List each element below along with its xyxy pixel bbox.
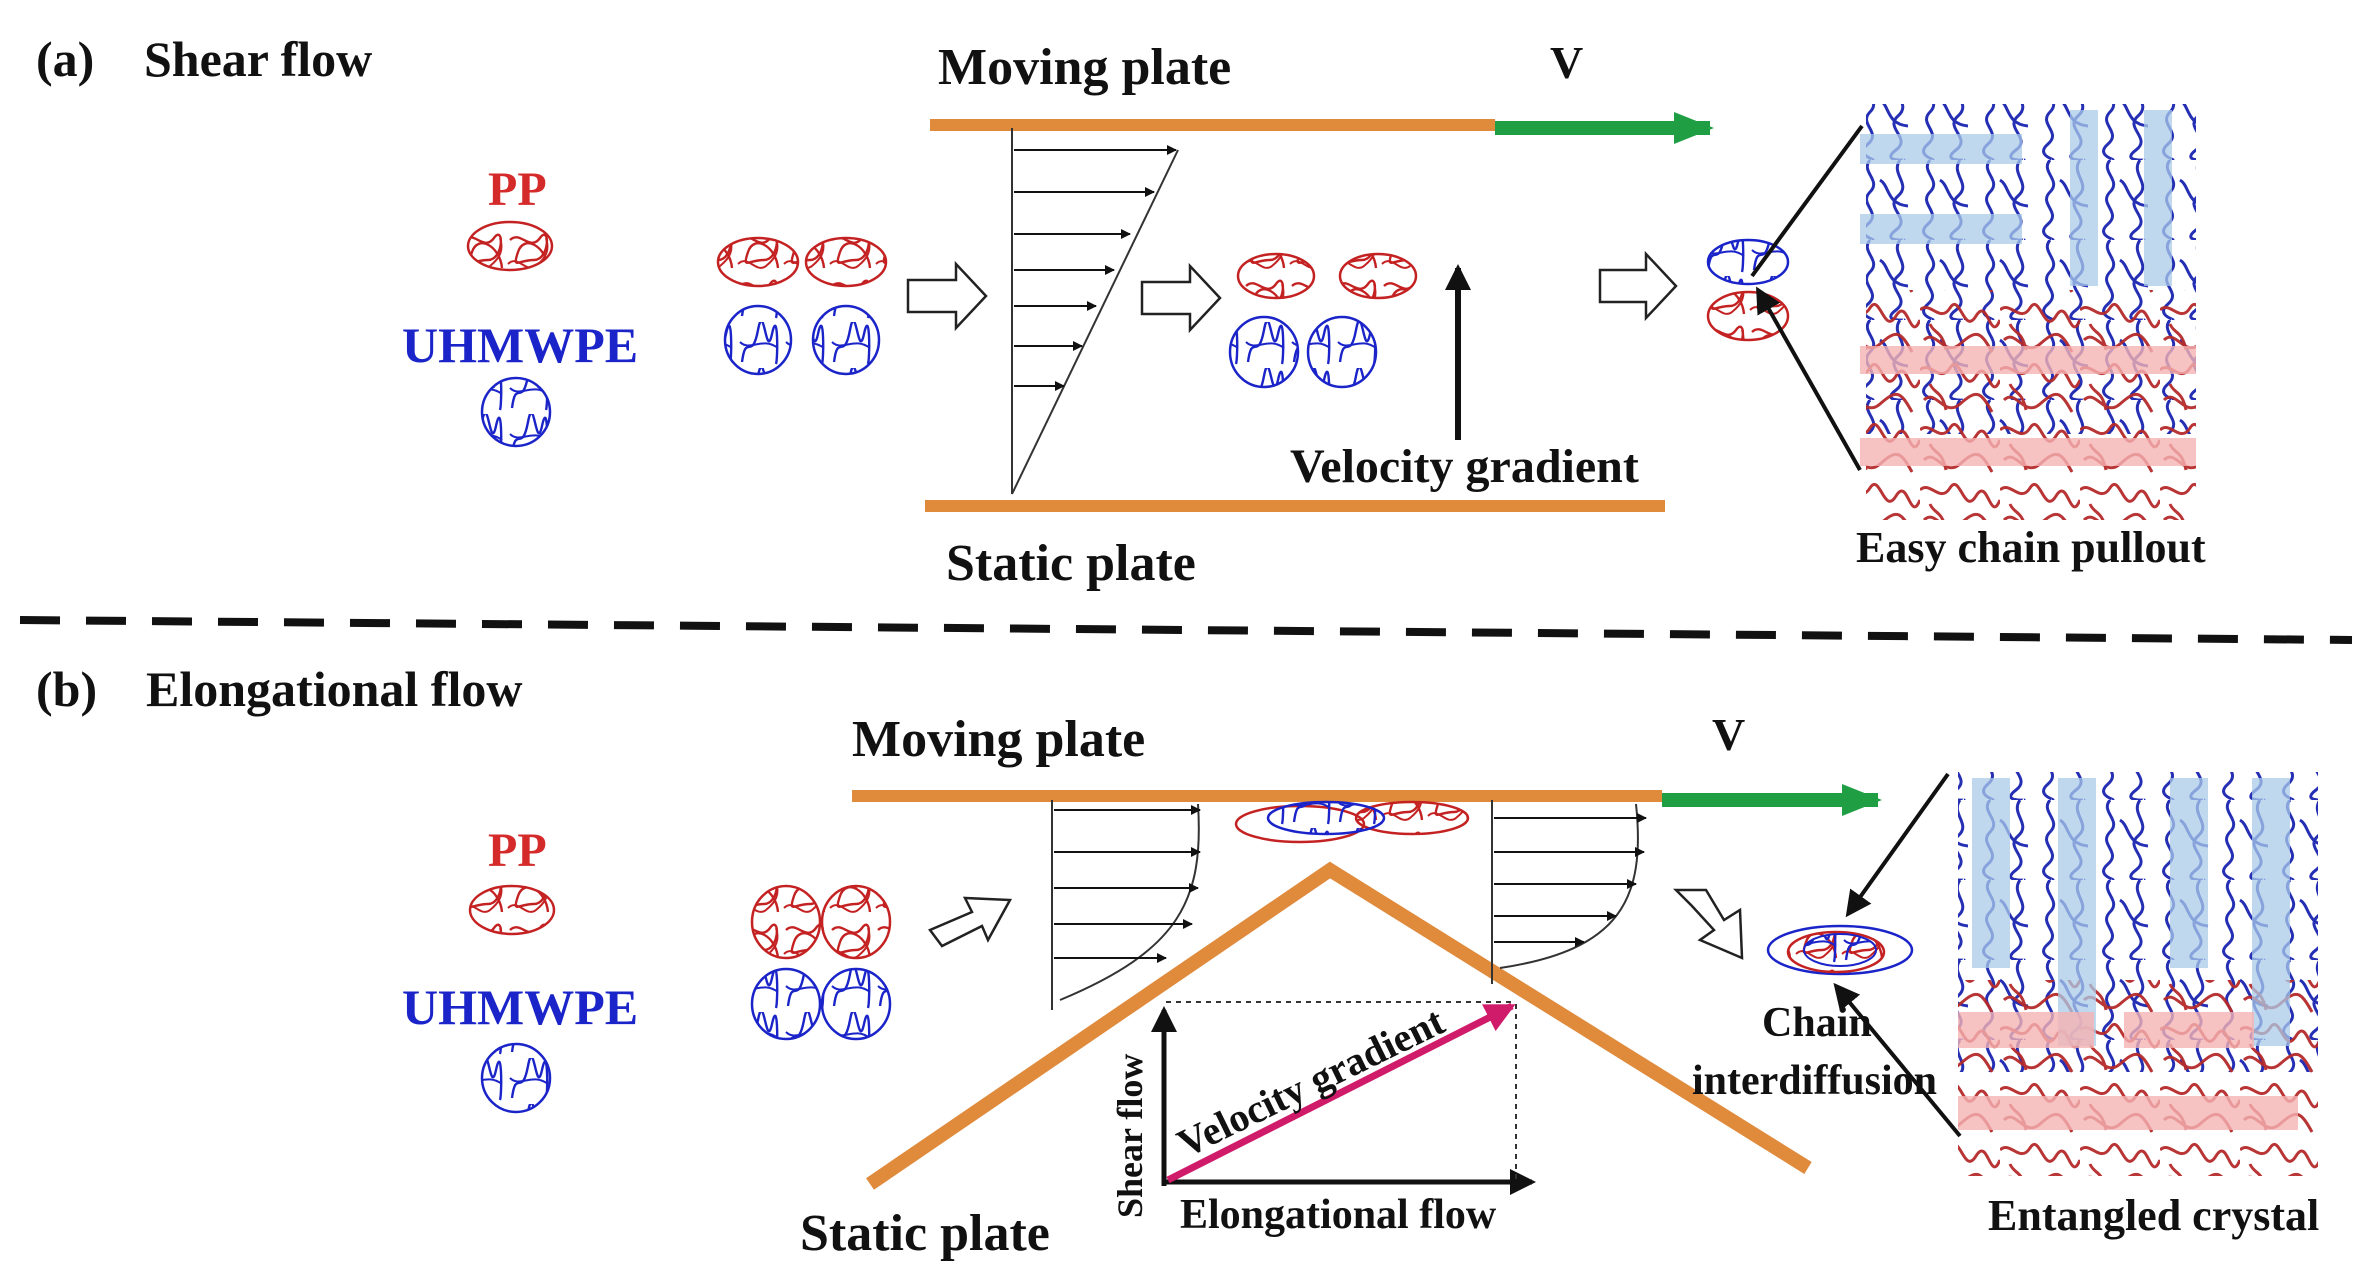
- entangled-crystal-caption: Entangled crystal: [1988, 1191, 2319, 1240]
- velocity-gradient-label: Velocity gradient: [1290, 440, 1639, 493]
- static-plate-label: Static plate: [946, 535, 1196, 592]
- panel-b-tag: (b): [36, 661, 97, 717]
- uhmwpe-particle: [1803, 933, 1877, 967]
- uhmwpe-particle-icon: [480, 376, 552, 448]
- process-arrow: [928, 896, 1013, 948]
- uhmwpe-particle-icon: [480, 1042, 552, 1114]
- uhmwpe-particle: [1266, 800, 1386, 836]
- pe-crystal-band: [1860, 134, 2022, 164]
- uhmwpe-legend-label: UHMWPE: [402, 317, 638, 373]
- initial-blend-particles: [716, 236, 888, 376]
- velocity-decomposition: Velocity gradient Shear flow Elongationa…: [1110, 998, 1536, 1238]
- pe-crystal-band: [1860, 214, 2022, 244]
- process-arrow: [1140, 262, 1222, 334]
- zoom-line: [1845, 772, 1950, 918]
- zoom-line: [1756, 286, 1862, 471]
- pp-crystal-band: [1860, 346, 2196, 374]
- pp-particle-icon: [466, 220, 554, 272]
- uhmwpe-particle: [750, 967, 822, 1041]
- pp-crystal-band: [2124, 1012, 2254, 1048]
- pp-particle: [804, 236, 888, 288]
- process-arrow: [1672, 888, 1744, 960]
- pe-crystal-band: [2070, 110, 2098, 286]
- elongational-velocity-profile-left: [1051, 800, 1201, 1010]
- velocity-gradient-arrow: [1166, 1002, 1516, 1184]
- pe-crystal-band: [2170, 778, 2208, 968]
- moving-plate-label: Moving plate: [938, 39, 1231, 96]
- moving-plate-label: Moving plate: [852, 711, 1145, 768]
- pp-particle: [716, 236, 800, 288]
- uhmwpe-particle: [811, 304, 881, 376]
- pe-crystal-band: [1972, 778, 2010, 968]
- pp-chain-network: [1866, 290, 2196, 520]
- panel-divider: [19, 616, 2353, 644]
- easy-pullout-interface: [1860, 104, 2196, 520]
- pp-particle: [1338, 252, 1418, 300]
- pp-particle: [1236, 252, 1316, 300]
- process-arrow: [906, 260, 988, 332]
- shear-flow-axis-label: Shear flow: [1110, 1054, 1150, 1218]
- easy-chain-pullout-caption: Easy chain pullout: [1856, 523, 2206, 572]
- uhmwpe-particle: [1306, 315, 1378, 389]
- velocity-symbol: V: [1550, 37, 1583, 88]
- static-plate: [866, 861, 1812, 1190]
- entangled-crystal-interface: [1958, 772, 2318, 1176]
- sheared-particles: [1228, 252, 1418, 389]
- pe-crystal-band: [2144, 110, 2172, 286]
- pp-particle: [1706, 290, 1790, 342]
- stretched-particles: [1234, 800, 1470, 844]
- panel-a-title: Shear flow: [144, 31, 372, 87]
- panel-b-title: Elongational flow: [146, 661, 522, 717]
- panel-b: (b) Elongational flow PP UHMWPE Moving p…: [36, 661, 2319, 1262]
- zoom-line: [1833, 982, 1962, 1138]
- process-arrow: [1598, 250, 1678, 322]
- pp-particle-icon: [468, 884, 556, 936]
- velocity-symbol: V: [1712, 709, 1745, 760]
- panel-a-tag: (a): [36, 31, 94, 87]
- uhmwpe-particle: [820, 967, 892, 1041]
- pp-crystal-band: [1958, 1096, 2298, 1130]
- uhmwpe-particle: [723, 304, 793, 376]
- pe-crystal-band: [2058, 778, 2096, 1046]
- zoom-line: [1750, 124, 1864, 278]
- pp-particle: [750, 884, 822, 960]
- pp-legend-label: PP: [488, 824, 547, 877]
- elongational-flow-axis-label: Elongational flow: [1180, 1192, 1497, 1238]
- shear-velocity-profile: [1011, 128, 1179, 495]
- interdiffused-particle: [1766, 924, 1914, 976]
- pp-particle: [820, 884, 892, 960]
- pe-crystal-band: [2252, 778, 2290, 1046]
- velocity-gradient-label: Velocity gradient: [1170, 998, 1452, 1166]
- pp-legend-label: PP: [488, 163, 547, 216]
- pp-crystal-band: [1860, 438, 2196, 466]
- uhmwpe-legend-label: UHMWPE: [402, 979, 638, 1035]
- panel-a: (a) Shear flow PP UHMWPE Moving plate V …: [36, 31, 2206, 592]
- initial-blend-particles: [750, 884, 892, 1041]
- chain-interdiffusion-line2: interdiffusion: [1692, 1058, 1937, 1104]
- pp-crystal-band: [1958, 1012, 2094, 1048]
- elongational-velocity-profile-right: [1491, 800, 1647, 984]
- static-plate-label: Static plate: [800, 1205, 1050, 1262]
- uhmwpe-particle: [1766, 924, 1914, 976]
- uhmwpe-particle: [1228, 315, 1300, 389]
